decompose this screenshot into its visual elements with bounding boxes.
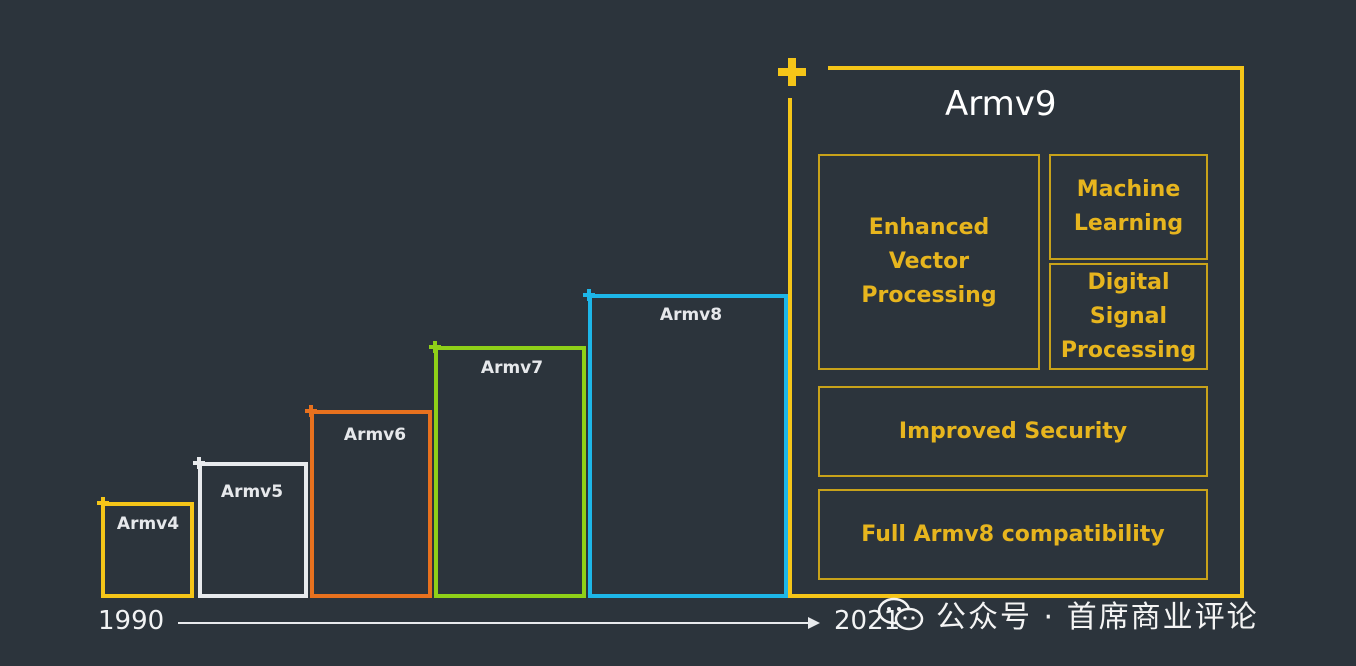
- step-armv4-label: Armv4: [116, 514, 180, 534]
- timeline-arrow: [178, 617, 820, 629]
- step-armv6-frame: [310, 410, 432, 598]
- feature-vector-text: Enhanced Vector Processing: [861, 215, 997, 308]
- feature-security-text: Improved Security: [898, 418, 1128, 444]
- feature-full-armv8-compatibility: Full Armv8 compatibility: [818, 489, 1208, 580]
- step-armv8-frame: [588, 294, 788, 598]
- step-armv7-label: Armv7: [480, 358, 544, 378]
- wechat-icon: [877, 597, 924, 631]
- feature-enhanced-vector-processing: Enhanced Vector Processing: [818, 154, 1040, 370]
- timeline-start-year: 1990: [98, 606, 165, 636]
- feature-dsp-text: Digital Signal Processing: [1060, 269, 1197, 363]
- step-armv7-frame: [434, 346, 586, 598]
- timeline-end-year: 2021: [834, 606, 901, 636]
- step-armv4-frame: [101, 502, 194, 598]
- watermark-text: 公众号 · 首席商业评论: [936, 600, 1259, 635]
- feature-ml-text: Machine Learning: [1073, 177, 1184, 236]
- plus-icon-large: [778, 58, 806, 86]
- feature-machine-learning: Machine Learning: [1049, 154, 1208, 260]
- plus-icon: [429, 341, 441, 353]
- feature-digital-signal-processing: Digital Signal Processing: [1049, 263, 1208, 370]
- feature-compat-text: Full Armv8 compatibility: [861, 521, 1165, 547]
- step-armv9-frame: [788, 66, 1244, 598]
- plus-icon: [97, 497, 109, 509]
- step-armv8-label: Armv8: [659, 305, 723, 325]
- plus-icon: [583, 289, 595, 301]
- step-armv5-label: Armv5: [220, 482, 284, 502]
- armv9-top-border: [828, 66, 1244, 70]
- armv9-label: Armv9: [945, 84, 1057, 124]
- plus-icon: [305, 405, 317, 417]
- step-armv6-label: Armv6: [343, 425, 407, 445]
- plus-icon: [193, 457, 205, 469]
- watermark: 公众号 · 首席商业评论: [876, 594, 1259, 635]
- feature-improved-security: Improved Security: [818, 386, 1208, 477]
- step-armv5-frame: [198, 462, 308, 598]
